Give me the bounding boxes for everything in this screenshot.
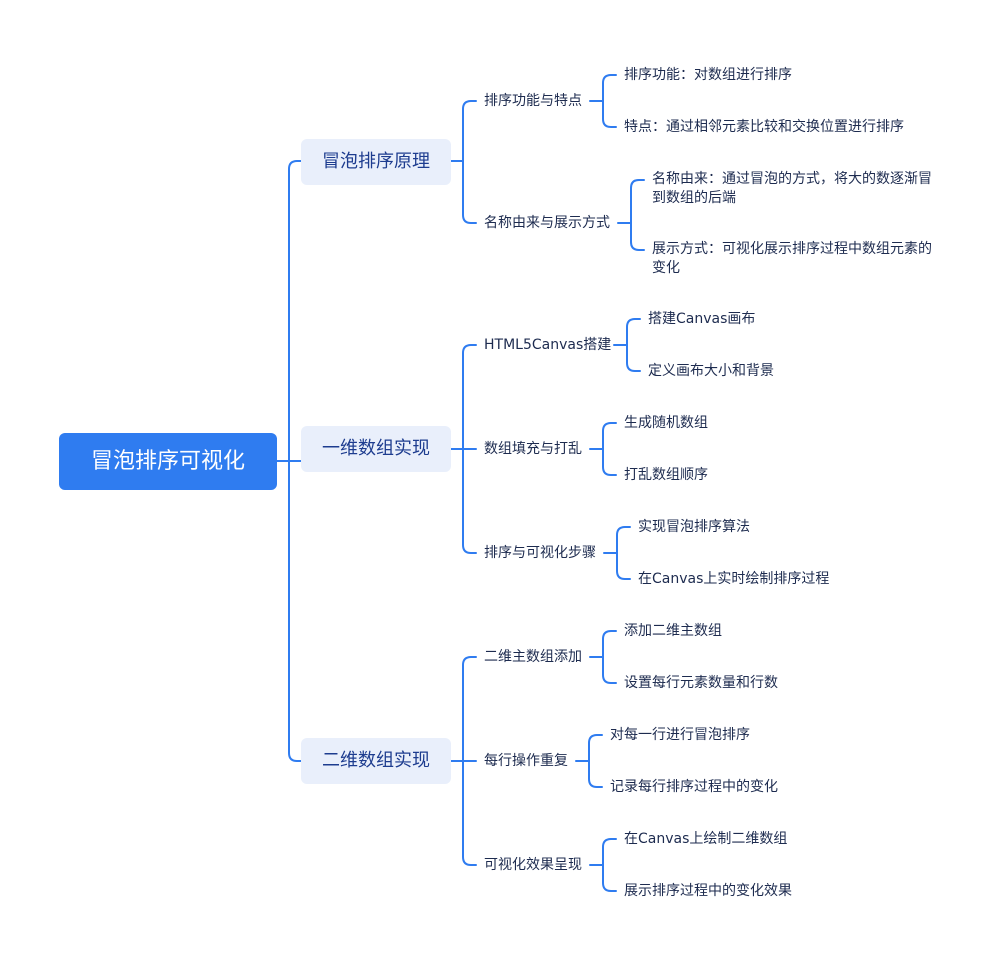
leaf-topic[interactable]: 添加二维主数组	[624, 623, 722, 639]
leaf-topic[interactable]: 记录每行排序过程中的变化	[610, 779, 778, 795]
connector	[450, 656, 477, 866]
connector	[589, 74, 617, 128]
leaf-topic[interactable]: 设置每行元素数量和行数	[624, 675, 778, 691]
subtopic[interactable]: 排序与可视化步骤	[484, 545, 596, 561]
subtopic[interactable]: 排序功能与特点	[484, 93, 582, 109]
connector	[589, 422, 617, 476]
branch-2d-array[interactable]: 二维数组实现	[301, 738, 451, 784]
leaf-topic[interactable]: 打乱数组顺序	[624, 467, 708, 483]
leaf-topic[interactable]: 生成随机数组	[624, 415, 708, 431]
leaf-topic[interactable]: 排序功能：对数组进行排序	[624, 67, 792, 83]
subtopic[interactable]: 名称由来与展示方式	[484, 215, 610, 231]
connector	[575, 734, 603, 788]
leaf-topic[interactable]: 名称由来：通过冒泡的方式，将大的数逐渐冒到数组的后端	[652, 171, 932, 206]
subtopic[interactable]: HTML5Canvas搭建	[484, 337, 612, 353]
connector	[589, 630, 617, 684]
leaf-topic[interactable]: 定义画布大小和背景	[648, 363, 774, 379]
leaf-topic[interactable]: 实现冒泡排序算法	[638, 519, 750, 535]
subtopic[interactable]: 二维主数组添加	[484, 649, 582, 665]
subtopic[interactable]: 可视化效果呈现	[484, 857, 582, 873]
branch-bubble-sort-principle[interactable]: 冒泡排序原理	[301, 139, 451, 185]
leaf-topic[interactable]: 在Canvas上绘制二维数组	[624, 831, 788, 847]
leaf-topic[interactable]: 对每一行进行冒泡排序	[610, 727, 750, 743]
leaf-topic[interactable]: 特点：通过相邻元素比较和交换位置进行排序	[624, 119, 904, 135]
connector	[613, 318, 641, 372]
connector	[589, 838, 617, 892]
connector	[603, 526, 631, 580]
leaf-topic[interactable]: 在Canvas上实时绘制排序过程	[638, 571, 830, 587]
leaf-topic[interactable]: 搭建Canvas画布	[648, 311, 756, 327]
subtopic[interactable]: 每行操作重复	[484, 753, 568, 769]
connector	[450, 344, 477, 554]
root-topic[interactable]: 冒泡排序可视化	[59, 433, 277, 490]
leaf-topic[interactable]: 展示排序过程中的变化效果	[624, 883, 792, 899]
branch-1d-array[interactable]: 一维数组实现	[301, 426, 451, 472]
connector	[276, 160, 302, 762]
connector	[450, 100, 477, 224]
connector	[617, 179, 645, 251]
subtopic[interactable]: 数组填充与打乱	[484, 441, 582, 457]
leaf-topic[interactable]: 展示方式：可视化展示排序过程中数组元素的变化	[652, 241, 932, 276]
